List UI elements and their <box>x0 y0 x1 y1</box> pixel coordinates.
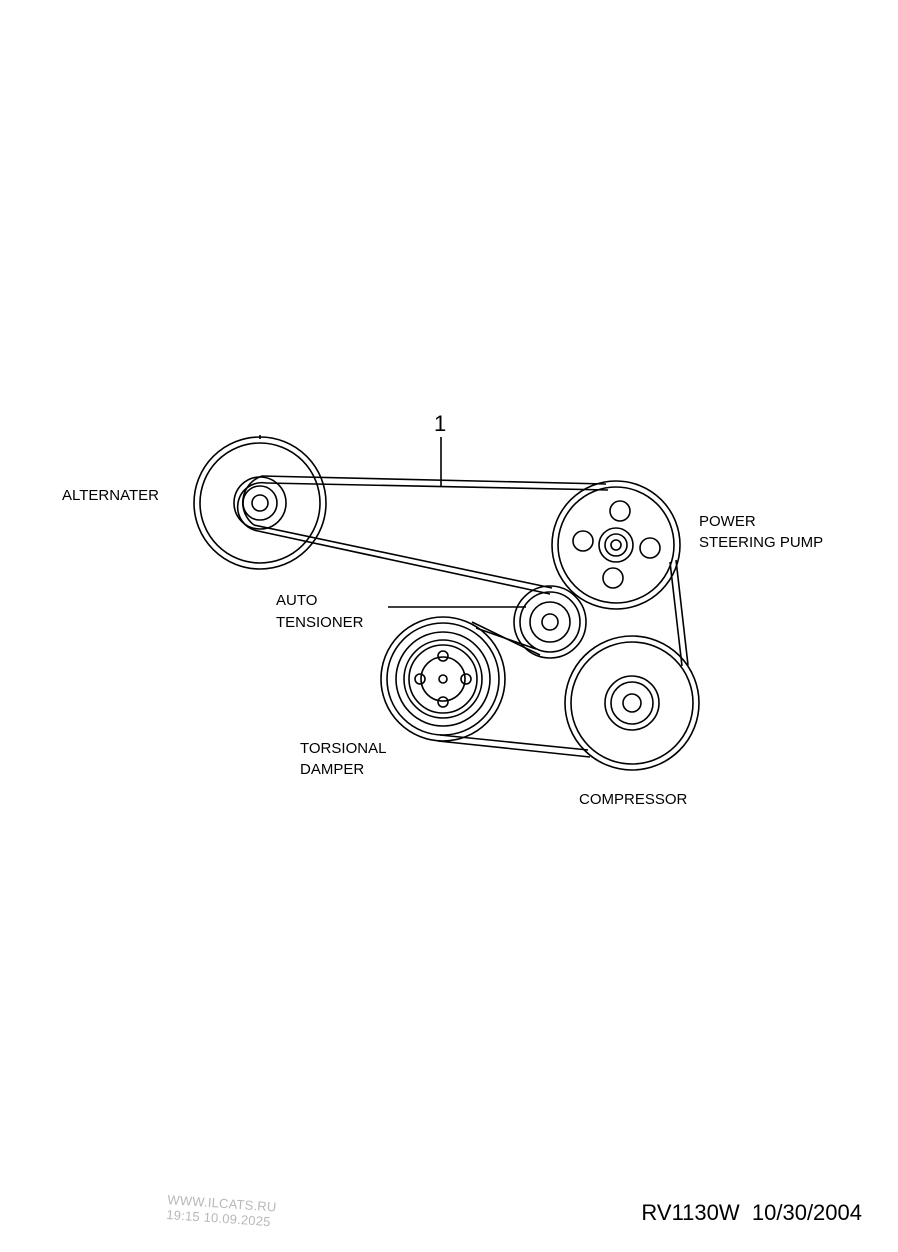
label-torsional-damper-line-2: DAMPER <box>300 761 364 778</box>
drawing-date: 10/30/2004 <box>751 1200 862 1225</box>
label-power-steering-pump-line-1: POWER <box>699 513 756 530</box>
torsional-damper-pulley <box>380 616 506 742</box>
compressor-pulley <box>564 635 700 771</box>
drawing-code: RV1130W <box>641 1200 740 1225</box>
label-auto-tensioner-line-2: TENSIONER <box>276 614 364 631</box>
power-steering-pump-pulley <box>551 480 681 610</box>
drawing-id: RV1130W 10/30/2004 <box>641 1200 862 1226</box>
callout-number: 1 <box>434 411 446 436</box>
label-alternater: ALTERNATER <box>62 487 159 504</box>
label-torsional-damper-line-1: TORSIONAL <box>300 740 386 757</box>
label-compressor: COMPRESSOR <box>579 791 688 808</box>
alternator-pulley <box>193 435 327 570</box>
label-auto-tensioner-line-1: AUTO <box>276 592 317 609</box>
auto-tensioner-pulley <box>513 585 587 659</box>
label-power-steering-pump-line-2: STEERING PUMP <box>699 534 823 551</box>
